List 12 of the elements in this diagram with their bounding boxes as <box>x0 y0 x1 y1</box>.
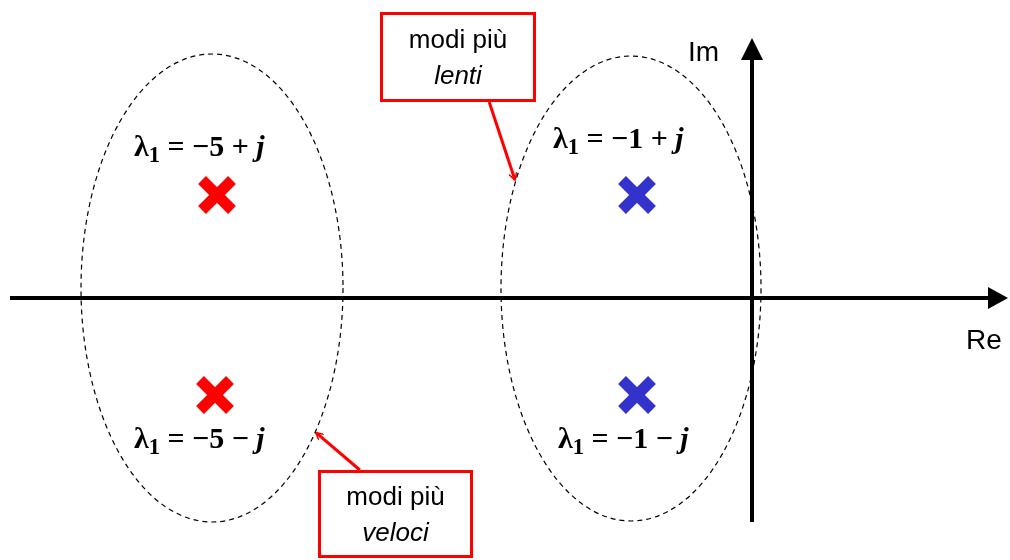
callout-box <box>318 470 473 558</box>
callout-box <box>380 12 536 102</box>
callout-text: modi più lenti <box>407 23 509 92</box>
eigenvalue-label: λ$_{1}$ = −1 − j <box>558 420 689 458</box>
eigenvalue-label: λ$_{1}$ = −1 + j <box>553 120 684 158</box>
arrow <box>487 101 518 181</box>
arrow <box>315 431 361 472</box>
eigenvalue-label: λ$_{1}$ = −5 + j <box>134 128 265 166</box>
axis-label: Re <box>966 323 1002 357</box>
axis-label: Im <box>688 35 720 69</box>
eigenvalue-label: λ$_{1}$ = −5 − j <box>134 420 265 458</box>
callout-text: modi più veloci <box>345 480 446 549</box>
